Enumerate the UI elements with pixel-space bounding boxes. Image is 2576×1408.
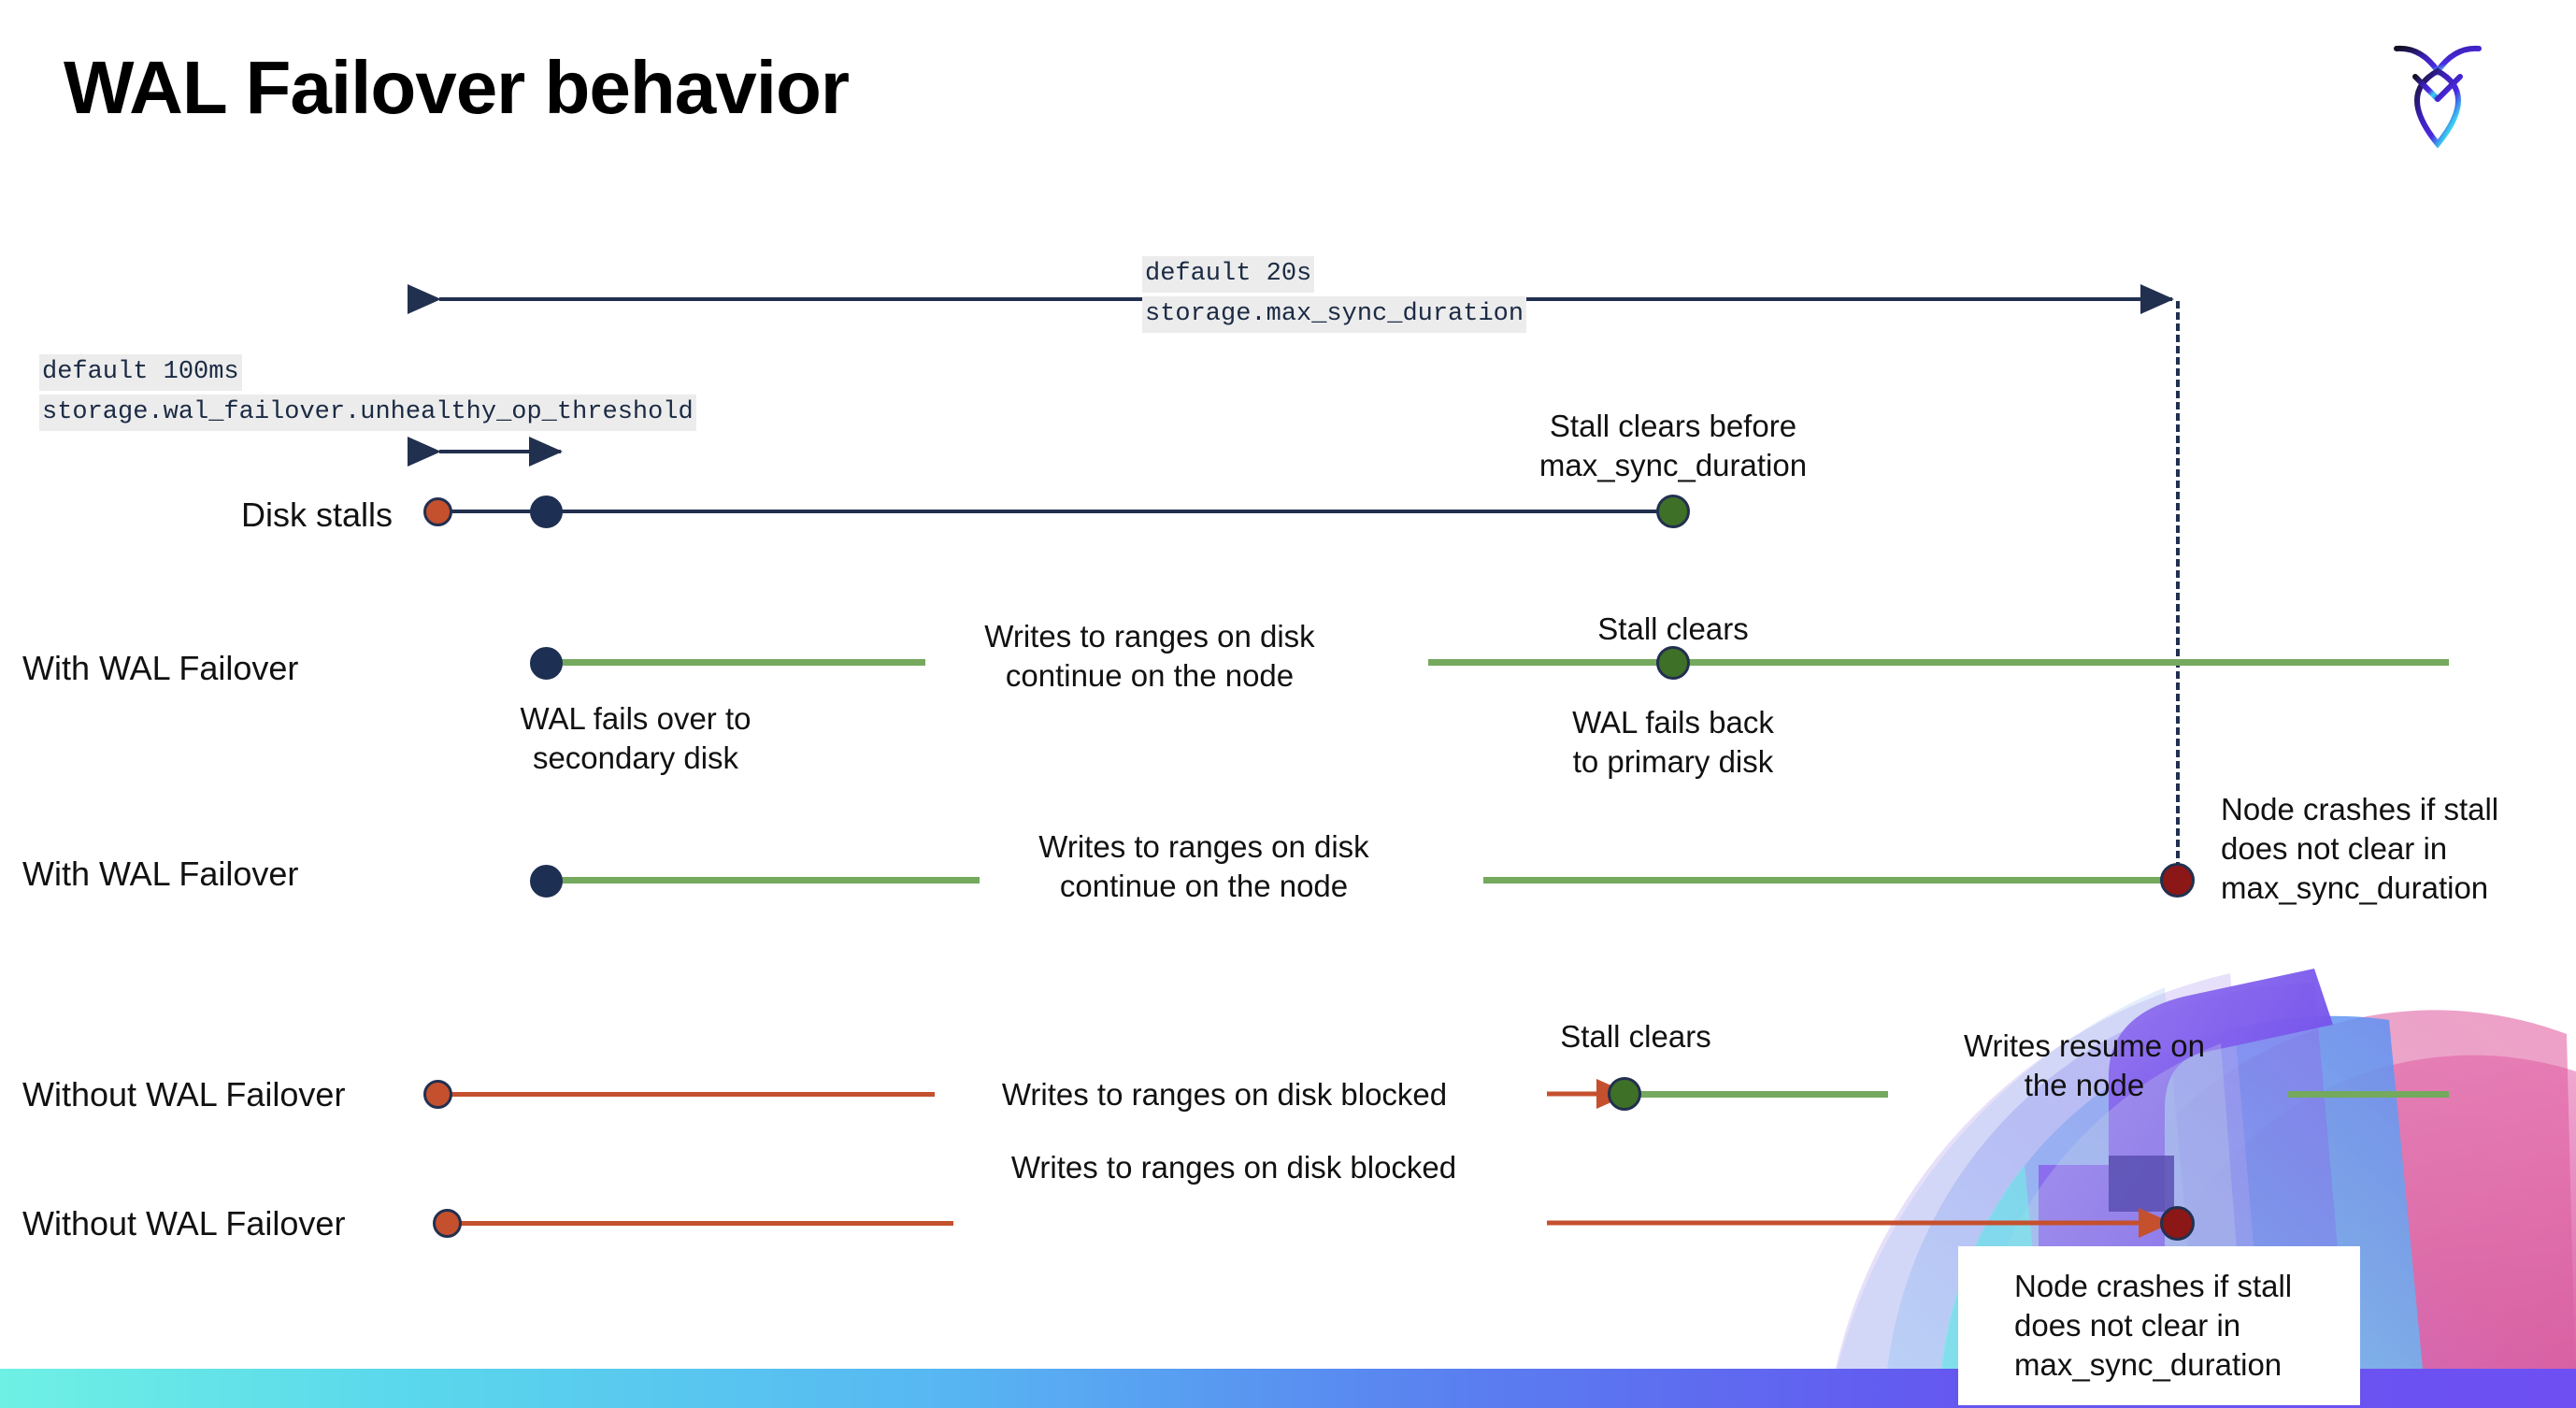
- max-sync-default-label: default 20s: [1142, 256, 1315, 294]
- row5-note-callout-box: [1958, 1246, 2360, 1405]
- row2-failover-dot: [530, 647, 563, 680]
- row2-note-writes-continue: Writes to ranges on disk continue on the…: [984, 619, 1315, 694]
- row2-green-segment-a: [546, 659, 925, 666]
- row1-threshold-dot: [530, 496, 563, 528]
- max-sync-duration-dashed-dropline: [2176, 301, 2180, 881]
- row4-orange-segment: [437, 1092, 935, 1097]
- row4-stall-clears-dot: [1608, 1077, 1641, 1111]
- row1-navy-segment: [437, 510, 1673, 513]
- row3-note-writes-continue: Writes to ranges on disk continue on the…: [1038, 829, 1369, 904]
- row5-orange-segment: [447, 1221, 953, 1226]
- row3-green-segment-b: [1483, 877, 2178, 884]
- row5-note-node-crashes: Node crashes if stall does not clear in …: [2014, 1269, 2293, 1383]
- row5-node-crash-dot: [2160, 1206, 2195, 1241]
- row2-note-stall-clears: Stall clears: [1597, 611, 1749, 646]
- max-sync-setting-label: storage.max_sync_duration: [1142, 296, 1527, 334]
- row2-note-wal-fails-back: WAL fails back to primary disk: [1572, 705, 1774, 780]
- row5-note-writes-blocked: Writes to ranges on disk blocked: [1010, 1150, 1457, 1185]
- page-title: WAL Failover behavior: [64, 46, 850, 129]
- row3-green-segment-a: [546, 877, 980, 884]
- row2-stall-clears-dot: [1656, 646, 1690, 680]
- row4-note-writes-blocked: Writes to ranges on disk blocked: [1001, 1077, 1448, 1112]
- row3-failover-dot: [530, 865, 563, 898]
- row1-note-stall-clears-before: Stall clears before max_sync_duration: [1538, 409, 1808, 483]
- row4-green-segment-a: [1638, 1091, 1888, 1098]
- row4-note-writes-resume: Writes resume on the node: [1964, 1028, 2205, 1103]
- unhealthy-default-label: default 100ms: [39, 354, 242, 392]
- row-label-without-wal-failover-2: Without WAL Failover: [22, 1204, 346, 1243]
- row-label-with-wal-failover-2: With WAL Failover: [22, 855, 299, 893]
- row1-stall-start-dot: [423, 497, 452, 526]
- row-label-disk-stalls: Disk stalls: [240, 496, 393, 534]
- cockroachdb-logo: [2382, 28, 2494, 150]
- row2-green-segment-b: [1428, 659, 2449, 666]
- row3-note-node-crashes: Node crashes if stall does not clear in …: [2221, 792, 2499, 906]
- row-label-without-wal-failover-1: Without WAL Failover: [22, 1075, 346, 1113]
- row4-note-stall-clears: Stall clears: [1560, 1019, 1711, 1054]
- row2-note-wal-fails-over: WAL fails over to secondary disk: [520, 701, 751, 776]
- row1-stall-clears-dot: [1656, 495, 1690, 528]
- unhealthy-setting-label: storage.wal_failover.unhealthy_op_thresh…: [39, 395, 696, 432]
- row3-node-crash-dot: [2160, 863, 2195, 898]
- row4-stall-start-dot: [423, 1080, 452, 1109]
- row5-stall-start-dot: [433, 1209, 462, 1238]
- row4-green-segment-b: [2288, 1091, 2449, 1098]
- row-label-with-wal-failover-1: With WAL Failover: [22, 649, 299, 687]
